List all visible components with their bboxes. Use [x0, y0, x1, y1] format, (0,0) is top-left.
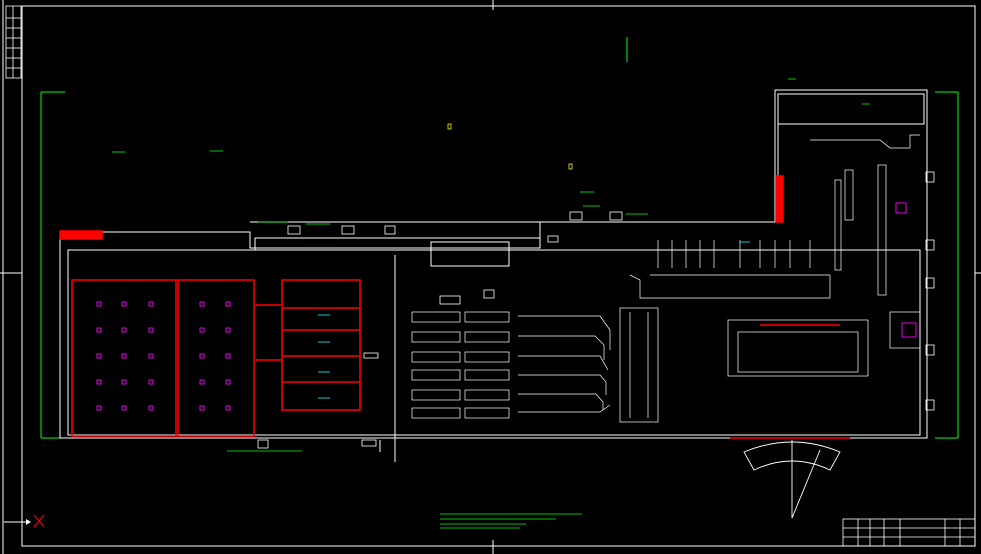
- annotation-leaders: [112, 78, 870, 529]
- ucs-origin-icon: [4, 514, 45, 528]
- production-lines: [411, 134, 921, 423]
- fire-separation-zones: [59, 175, 850, 439]
- title-block: [842, 518, 976, 547]
- binding-margin-table: [5, 5, 22, 79]
- equipment-markers: [318, 123, 750, 399]
- room-tags: [257, 171, 935, 449]
- column-grid-hall-1: [96, 202, 917, 411]
- entrance-canopy: [743, 440, 841, 519]
